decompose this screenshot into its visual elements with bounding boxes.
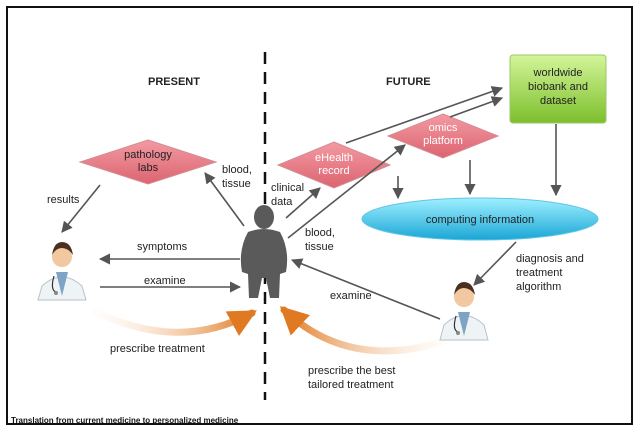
arrow-pathology-to-doctor — [61, 184, 101, 233]
figure-caption: Translation from current medicine to per… — [11, 416, 239, 425]
future-header: FUTURE — [386, 76, 431, 88]
arrow-patient-to-pathology — [204, 172, 245, 227]
pathology-labs-line1: pathology — [124, 149, 172, 161]
blood-tissue-right-line1: blood, — [305, 227, 335, 239]
biobank-line1: worldwide — [533, 67, 583, 79]
clinical-data-line2: data — [271, 196, 293, 208]
patient-figure — [240, 205, 288, 298]
computing-information-label: computing information — [426, 214, 534, 226]
ehealth-record-node: eHealth record — [276, 141, 392, 189]
computing-information-node: computing information — [361, 197, 599, 241]
omics-platform-node: omics platform — [386, 113, 500, 159]
pathology-labs-node: pathology labs — [78, 139, 218, 185]
ehealth-record-line2: record — [318, 165, 349, 177]
worldwide-biobank-node: worldwide biobank and dataset — [509, 54, 607, 124]
doctor-left-figure — [37, 242, 87, 301]
blood-tissue-left-line1: blood, — [222, 164, 252, 176]
omics-platform-line2: platform — [423, 135, 463, 147]
diagnosis-line3: algorithm — [516, 281, 561, 293]
symptoms-label: symptoms — [137, 241, 188, 253]
prescribe-treatment-label: prescribe treatment — [110, 343, 205, 355]
biobank-line2: biobank and — [528, 81, 588, 93]
biobank-line3: dataset — [540, 95, 576, 107]
diagnosis-line1: diagnosis and — [516, 253, 584, 265]
blood-tissue-right-line2: tissue — [305, 241, 334, 253]
diagnosis-line2: treatment — [516, 267, 562, 279]
arrow-examine-right — [290, 258, 441, 320]
ehealth-record-line1: eHealth — [315, 152, 353, 164]
arrow-ehealth-to-biobank — [345, 86, 504, 144]
prescribe-best-line2: tailored treatment — [308, 379, 394, 391]
blood-tissue-left-line2: tissue — [222, 178, 251, 190]
pathology-labs-line2: labs — [138, 162, 159, 174]
examine-right-label: examine — [330, 290, 372, 302]
arrow-patient-to-omics — [287, 144, 406, 239]
prescribe-treatment-arrow — [92, 308, 257, 336]
prescribe-best-arrow — [279, 306, 452, 355]
arrow-computing-to-doctor — [473, 241, 517, 286]
doctor-right-figure — [439, 282, 489, 341]
omics-platform-line1: omics — [429, 122, 458, 134]
results-label: results — [47, 194, 80, 206]
present-header: PRESENT — [148, 76, 200, 88]
clinical-data-line1: clinical — [271, 182, 304, 194]
examine-left-label: examine — [144, 275, 186, 287]
prescribe-best-line1: prescribe the best — [308, 365, 395, 377]
arrow-omics-to-biobank — [449, 96, 504, 118]
arrow-patient-to-ehealth — [285, 187, 321, 219]
